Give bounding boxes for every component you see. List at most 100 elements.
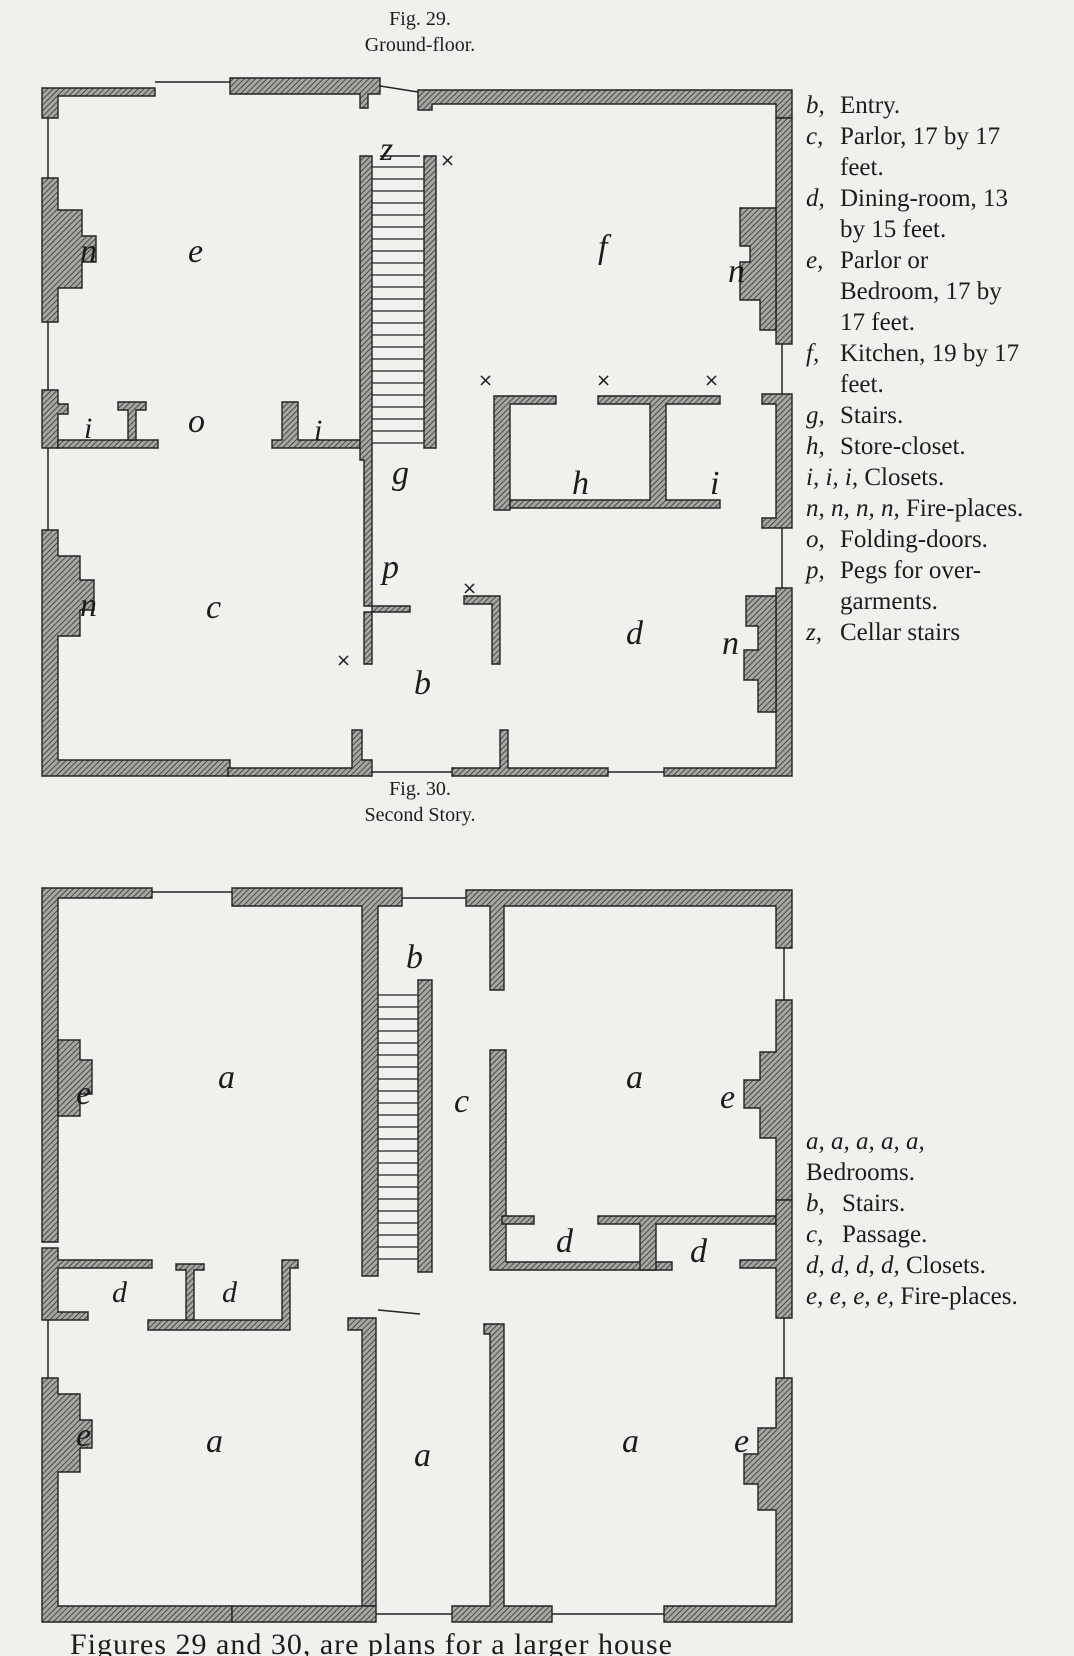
legend-key: z,: [806, 619, 822, 646]
ground-floor-plan: [41, 77, 793, 777]
legend-description: Folding-doors.: [840, 526, 988, 553]
gf-central-partition: [359, 155, 411, 665]
ss-left-closet-d1: [147, 1259, 299, 1331]
gf-right-fireplace-n-upper: [739, 207, 777, 331]
legend-row: d,Dining-room, 13 by 15 feet.: [806, 183, 1028, 245]
legend-key: e, e, e, e,: [806, 1283, 901, 1310]
gf-label-i1: i: [84, 412, 92, 445]
gf-mark-x5: ×: [462, 578, 477, 599]
ss-label-a5: a: [622, 1423, 639, 1460]
gf-mark-x1: ×: [440, 150, 455, 171]
ss-label-a1: a: [218, 1059, 235, 1096]
legend-row: c,Parlor, 17 by 17 feet.: [806, 121, 1028, 183]
legend-row: e, Parlor or Bedroom, 17 by 17 feet.: [806, 245, 1028, 338]
ss-left-fireplace-e1: [57, 1039, 93, 1117]
gf-label-z: z: [379, 131, 393, 168]
legend-row: z, Cellar stairs: [806, 617, 1028, 648]
gf-label-c: c: [206, 589, 221, 626]
legend-key: f,: [806, 340, 820, 367]
legend-description: Closets.: [906, 1252, 986, 1279]
legend-key: c,: [806, 1221, 824, 1248]
legend-description: Kitchen, 19 by 17 feet.: [840, 340, 1020, 398]
gf-label-f: f: [598, 229, 612, 266]
gf-store-closet-top-right: [509, 395, 721, 509]
legend-key: b,: [806, 92, 825, 119]
ss-label-a4: a: [414, 1437, 431, 1474]
ss-openings: [47, 891, 785, 1615]
legend-row: f, Kitchen, 19 by 17 feet.: [806, 338, 1028, 400]
gf-store-closet-top-left: [493, 395, 557, 511]
legend-row: p,Pegs for over-garments.: [806, 555, 1028, 617]
ss-right-fireplace-e4: [663, 1377, 793, 1623]
ss-label-d1: d: [112, 1276, 128, 1309]
legend-key: d,: [806, 185, 825, 212]
ss-left-fireplace-e2: [41, 1377, 233, 1623]
legend-key: o,: [806, 526, 825, 553]
ss-closet-d3-wall: [501, 1215, 535, 1225]
ss-left-closet-post: [175, 1263, 205, 1321]
ss-right-fireplace-e3: [743, 999, 793, 1201]
gf-label-o: o: [188, 403, 205, 440]
footer-text: Figures 29 and 30, are plans for a large…: [70, 1628, 673, 1656]
gf-bottom-wall-far-right: [663, 587, 793, 777]
figure-30-legend: a, a, a, a, a, Bedrooms.b,Stairs.c,Passa…: [806, 1126, 1028, 1312]
ss-top-wall-right: [465, 889, 793, 991]
legend-description: Parlor or Bedroom, 17 by 17 feet.: [840, 247, 1002, 336]
legend-description: Cellar stairs: [840, 619, 961, 646]
ss-bottom-mid-wall: [231, 1605, 377, 1623]
gf-mark-x2: ×: [478, 370, 493, 391]
gf-top-wall-left: [41, 87, 156, 119]
legend-description: Bedrooms.: [806, 1159, 916, 1186]
legend-row: a, a, a, a, a, Bedrooms.: [806, 1126, 1028, 1188]
legend-row: b,Stairs.: [806, 1188, 1028, 1219]
gf-label-n1: n: [80, 233, 97, 270]
ss-label-d4: d: [690, 1233, 708, 1270]
ss-label-e2: e: [720, 1079, 735, 1116]
legend-row: e, e, e, e, Fire-places.: [806, 1281, 1028, 1312]
gf-openings: [47, 81, 783, 773]
legend-row: b, Entry.: [806, 90, 1028, 121]
second-story-plan: [41, 887, 793, 1623]
figure-29-number: Fig. 29.: [389, 8, 451, 30]
ss-label-b: b: [406, 939, 423, 976]
ss-label-a3: a: [206, 1423, 223, 1460]
ss-label-e3: e: [76, 1417, 91, 1454]
figure-30-title: Second Story.: [364, 804, 476, 826]
gf-label-h: h: [572, 465, 589, 502]
ss-top-wall-left: [41, 887, 153, 1243]
legend-key: a, a, a, a, a,: [806, 1128, 925, 1155]
legend-key: g,: [806, 402, 825, 429]
legend-description: Closets.: [864, 464, 945, 491]
ss-label-d2: d: [222, 1276, 238, 1309]
ss-lower-right-post: [451, 1323, 553, 1623]
legend-description: Stairs.: [840, 402, 904, 429]
gf-label-e: e: [188, 233, 203, 270]
gf-closet-i-left-post: [117, 401, 147, 441]
ss-label-e4: e: [734, 1423, 749, 1460]
legend-description: Fire-places.: [906, 495, 1024, 522]
legend-key: i, i, i,: [806, 464, 865, 491]
gf-stair-stringer: [372, 158, 424, 448]
figure-30-number: Fig. 30.: [389, 778, 451, 800]
ss-lower-left-post: [347, 1317, 377, 1607]
gf-mark-x4: ×: [704, 370, 719, 391]
gf-label-i2: i: [314, 414, 322, 447]
legend-key: h,: [806, 433, 825, 460]
figure-29-legend: b, Entry.c,Parlor, 17 by 17 feet.d,Dining…: [806, 90, 1028, 648]
gf-label-i3: i: [710, 465, 719, 502]
legend-description: Entry.: [840, 92, 901, 119]
gf-mark-x3: ×: [596, 370, 611, 391]
ss-label-e1: e: [76, 1075, 91, 1112]
gf-label-g: g: [392, 455, 409, 492]
legend-description: Stairs.: [842, 1190, 906, 1217]
legend-row: d, d, d, d, Closets.: [806, 1250, 1028, 1281]
legend-key: e,: [806, 247, 824, 274]
gf-label-p: p: [380, 549, 399, 586]
ss-room-labels: b a c a e e d d d d e a a a e: [76, 939, 749, 1474]
ss-top-wall-mid: [231, 887, 403, 1277]
gf-label-d: d: [626, 615, 644, 652]
gf-closet-i-left-wall: [57, 439, 159, 449]
ss-stair-treads: [378, 984, 418, 1270]
legend-row: n, n, n, n, Fire-places.: [806, 493, 1028, 524]
